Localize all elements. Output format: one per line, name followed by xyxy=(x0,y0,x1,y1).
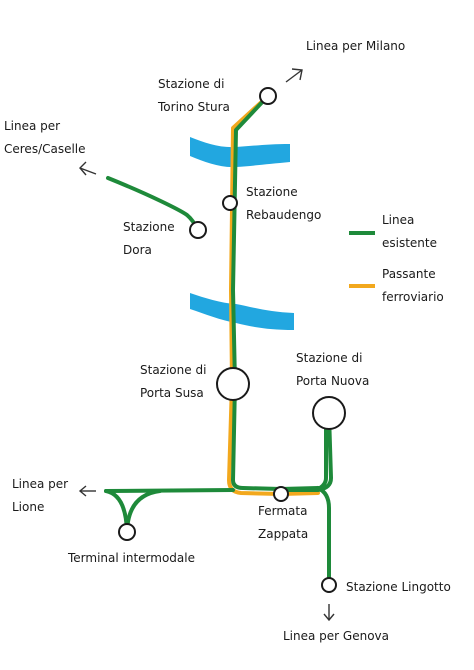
arrow-milano-icon xyxy=(285,68,303,83)
station-porta-susa xyxy=(216,367,250,401)
station-rebaudengo xyxy=(222,195,238,211)
label-linea-milano: Linea per Milano xyxy=(306,39,406,53)
label-linea-genova: Linea per Genova xyxy=(283,629,390,643)
label-lingotto: Stazione Lingotto xyxy=(346,580,451,594)
lione-line xyxy=(104,488,235,493)
passante-route xyxy=(227,94,320,496)
main-line xyxy=(231,94,320,491)
arrow-lione-icon xyxy=(78,485,96,497)
lingotto-line xyxy=(316,486,331,586)
legend-swatch-existing xyxy=(349,231,375,235)
station-terminal xyxy=(118,523,136,541)
station-porta-nuova xyxy=(312,396,346,430)
station-zappata xyxy=(273,486,289,502)
label-terminal-intermodale: Terminal intermodale xyxy=(68,551,195,565)
station-dora xyxy=(189,221,207,239)
legend-swatch-passante xyxy=(349,284,375,288)
arrow-ceres-icon xyxy=(79,161,97,176)
river-dora xyxy=(190,293,294,330)
arrow-genova-icon xyxy=(323,604,335,622)
station-lingotto xyxy=(321,577,337,593)
lingotto-line-parallel xyxy=(316,412,328,491)
river-stura xyxy=(190,137,290,168)
station-torino-stura xyxy=(259,87,277,105)
